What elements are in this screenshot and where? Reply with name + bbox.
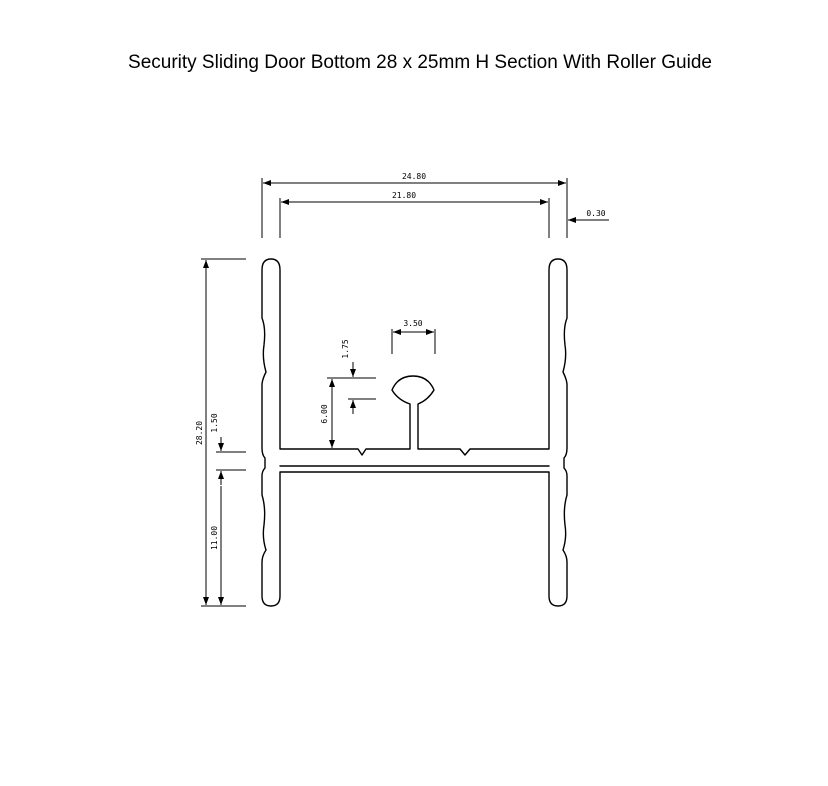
dim-guide-height: 6.00: [320, 404, 329, 423]
dim-inner-width: 21.80: [392, 191, 416, 200]
dim-guide-width: 3.50: [403, 319, 422, 328]
dim-web-thickness: 1.50: [210, 413, 219, 432]
dim-wall-thickness: 0.30: [586, 209, 605, 218]
dim-guide-head: 1.75: [341, 339, 350, 358]
dim-lower-leg: 11.00: [210, 526, 219, 550]
left-leg-outline: [261, 258, 568, 607]
dim-overall-width: 24.80: [402, 172, 426, 181]
dim-overall-height: 28.20: [195, 421, 204, 445]
h-section-profile: [261, 258, 568, 607]
drawing-title: Security Sliding Door Bottom 28 x 25mm H…: [128, 52, 712, 73]
